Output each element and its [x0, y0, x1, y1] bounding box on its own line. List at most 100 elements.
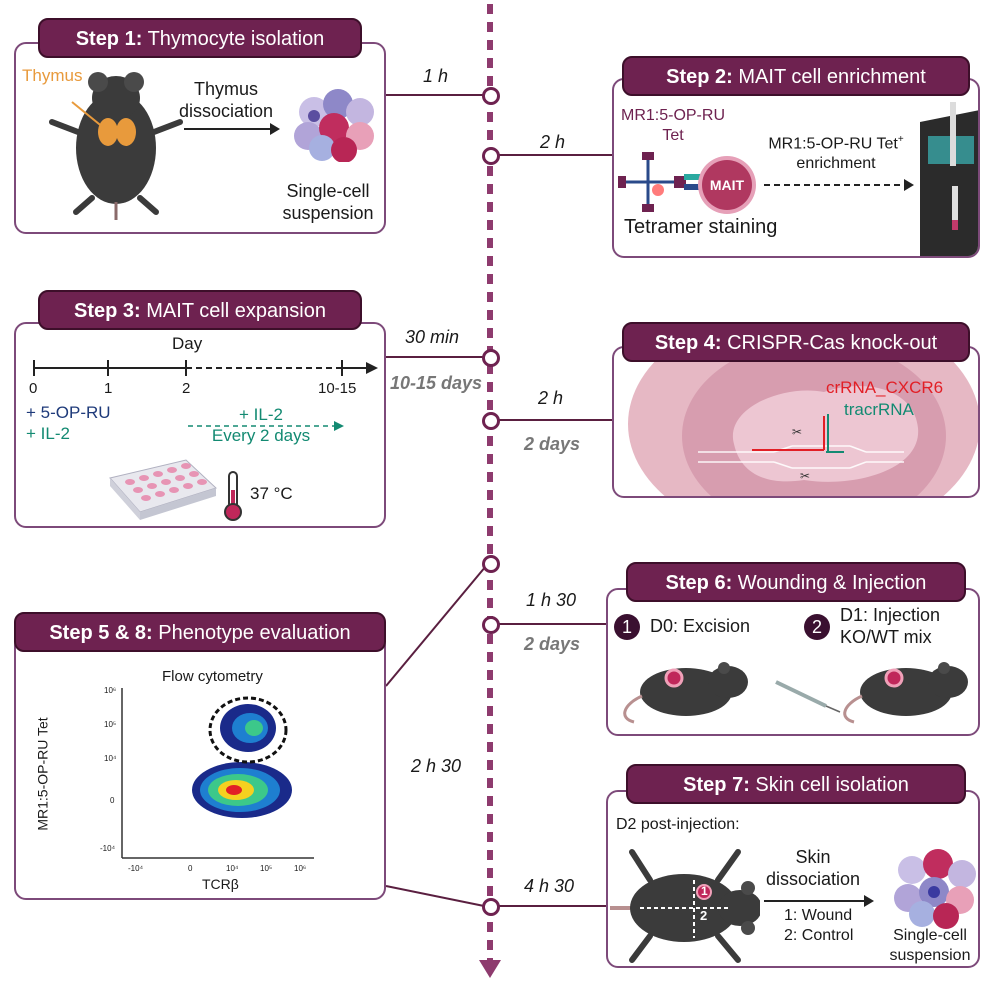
cell-cluster-icon	[294, 89, 374, 162]
step7-number: Step 7:	[683, 774, 750, 796]
step4-header: Step 4: CRISPR-Cas knock-out	[622, 322, 970, 362]
step6-header: Step 6: Wounding & Injection	[626, 562, 966, 602]
day-tick-1: 1	[104, 380, 113, 397]
day-tick-end: 10-15	[318, 380, 357, 397]
time-step3: 30 min	[405, 327, 460, 347]
ytick-1e4: 10⁴	[104, 754, 117, 763]
additive-5oprU: + 5-OP-RU	[26, 403, 111, 422]
tracrrna-label: tracrRNA	[844, 400, 914, 419]
step3-number: Step 3:	[74, 300, 141, 322]
suspension-line2: suspension	[282, 203, 374, 223]
xtick-neg: -10⁴	[128, 864, 143, 873]
skin-mark-1: 1	[701, 884, 708, 898]
xtick-0: 0	[188, 864, 193, 873]
step58-title: Phenotype evaluation	[152, 622, 351, 644]
enrichment-line2: enrichment	[796, 155, 876, 173]
flow-ylabel: MR1:5-OP-RU Tet	[34, 717, 51, 831]
time-step1: 1 h	[423, 66, 449, 86]
skin-mark-2: 2	[700, 908, 708, 923]
timeline-node-5	[482, 555, 500, 573]
skin-cell-cluster-icon	[894, 849, 976, 929]
xtick-1e5: 10⁵	[260, 864, 273, 873]
step3-title: MAIT cell expansion	[140, 300, 326, 322]
day-axis	[33, 360, 378, 376]
timeline-node-3	[482, 349, 500, 367]
enrichment-sup: +	[897, 134, 904, 145]
dissociation-line1: Thymus	[193, 79, 258, 99]
injection-line1: D1: Injection	[840, 605, 941, 625]
step58-number: Step 5 & 8:	[49, 622, 153, 644]
flow-title: Flow cytometry	[162, 668, 263, 685]
step4-number: Step 4:	[654, 332, 722, 354]
xtick-1e4: 10⁴	[226, 864, 239, 873]
day-label: Day	[172, 334, 203, 353]
timeline-node-4	[482, 412, 500, 430]
tetramer-staining-label: Tetramer staining	[624, 216, 778, 238]
addition-day0: + 5-OP-RU + IL-2	[26, 402, 111, 444]
skin-dissociation-label: Skin dissociation	[758, 846, 868, 890]
tcr-icon	[684, 174, 708, 190]
dissociation-line2: dissociation	[178, 101, 274, 121]
duration-step6: 2 days	[524, 634, 581, 654]
sample-legend: 1: Wound 2: Control	[784, 906, 853, 946]
crrna-label: crRNA_CXCR6	[826, 378, 944, 397]
arrow-right-icon	[184, 123, 280, 135]
dissociation-label: Thymus dissociation	[176, 78, 276, 122]
skin-suspension-label: Single-cell suspension	[878, 926, 982, 966]
repeat-interval: Every 2 days	[211, 426, 311, 445]
day-tick-2: 2	[182, 380, 191, 397]
skin-suspension-line1: Single-cell	[893, 927, 967, 944]
culture-plate-icon	[109, 459, 217, 520]
duration-step4: 2 days	[524, 434, 581, 454]
wounded-mouse-icon	[623, 662, 748, 724]
step4-title: CRISPR-Cas knock-out	[721, 332, 938, 354]
crispr-cell-illustration: ✂ ✂	[628, 348, 978, 496]
injected-mouse-icon	[843, 662, 968, 724]
step2-title: MAIT cell enrichment	[732, 66, 926, 88]
injection-label: D1: Injection KO/WT mix	[840, 604, 940, 648]
teal-dashed-arrow-icon	[188, 421, 344, 431]
step7-header: Step 7: Skin cell isolation	[626, 764, 966, 804]
injection-line2: KO/WT mix	[840, 627, 932, 647]
post-injection-label: D2 post-injection:	[616, 816, 740, 833]
temperature-label: 37 °C	[250, 484, 293, 503]
step6-number-2: 2	[804, 614, 830, 640]
step1-header: Step 1: Thymocyte isolation	[38, 18, 362, 58]
step6-number: Step 6:	[665, 572, 733, 594]
step6-panel: 1 D0: Excision 2 D1: Injection KO/WT mix	[606, 588, 980, 736]
duration-step3: 10-15 days	[390, 373, 483, 393]
ytick-0: 0	[110, 796, 115, 805]
step58-panel: Flow cytometry MR1:5-OP-RU Tet 10⁶ 10⁵ 1…	[14, 634, 386, 900]
svg-text:✂: ✂	[800, 469, 810, 483]
tetramer-icon	[618, 152, 686, 212]
skin-dissociation-line2: dissociation	[765, 869, 861, 889]
timeline-node-6	[482, 616, 500, 634]
time-step4: 2 h	[538, 388, 564, 408]
step3-panel: Day 0 1 2 10-15 + 5-OP-RU + IL-2 + IL-2 …	[14, 322, 386, 528]
timeline-node-1	[482, 87, 500, 105]
timeline-node-2	[482, 147, 500, 165]
ytick-1e6: 10⁶	[104, 686, 117, 695]
addition-repeat: + IL-2 Every 2 days	[186, 404, 336, 446]
thymus-label: Thymus	[22, 66, 83, 85]
step6-title: Wounding & Injection	[732, 572, 927, 594]
thermometer-icon	[224, 471, 242, 521]
mouse-illustration	[49, 72, 183, 220]
step6-number-1: 1	[614, 614, 640, 640]
skin-suspension-line2: suspension	[889, 947, 971, 964]
enrichment-label: MR1:5-OP-RU Tet+ enrichment	[752, 130, 920, 174]
skin-arrow-right-icon	[764, 895, 874, 907]
tetramer-line2: Tet	[662, 127, 684, 144]
step2-header: Step 2: MAIT cell enrichment	[622, 56, 970, 96]
enrichment-line1-text: MR1:5-OP-RU Tet	[768, 135, 898, 153]
mait-label: MAIT	[709, 177, 745, 193]
xtick-1e6: 10⁶	[294, 864, 307, 873]
flow-plot	[121, 688, 314, 859]
ytick-neg: -10⁴	[100, 844, 115, 853]
tetramer-line1: MR1:5-OP-RU	[620, 107, 725, 124]
flow-xlabel: TCRβ	[202, 876, 239, 892]
step7-title: Skin cell isolation	[749, 774, 909, 796]
magnet-column-icon	[920, 102, 978, 256]
sample-control: 2: Control	[784, 927, 854, 944]
